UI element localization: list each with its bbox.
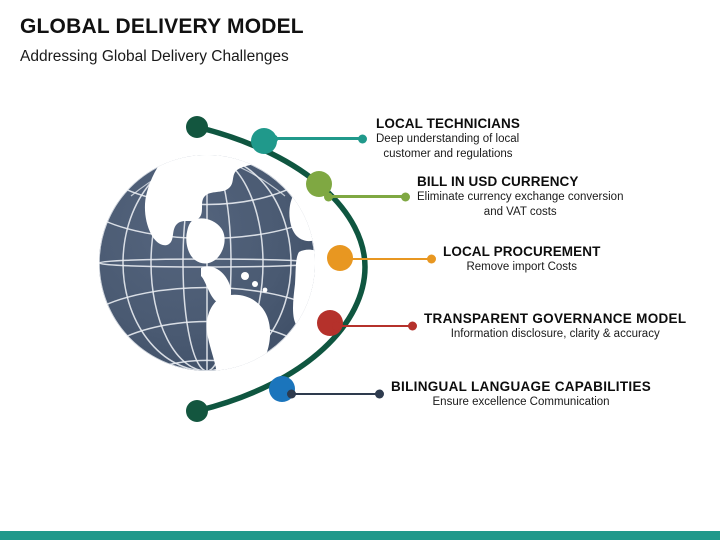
- connector-transparent-governance-model: [332, 321, 417, 331]
- connector-local-technicians: [269, 134, 367, 144]
- header: GLOBAL DELIVERY MODEL Addressing Global …: [20, 14, 680, 68]
- bottom-accent-bar: [0, 531, 720, 540]
- callout-local-procurement[interactable]: LOCAL PROCUREMENT Remove import Costs: [341, 243, 600, 275]
- callout-title: BILINGUAL LANGUAGE CAPABILITIES: [391, 379, 652, 394]
- callout-desc-line-1: Remove import Costs: [466, 261, 577, 273]
- callout-text: BILINGUAL LANGUAGE CAPABILITIES Ensure e…: [391, 378, 651, 410]
- callout-transparent-governance-model[interactable]: TRANSPARENT GOVERNANCE MODEL Information…: [332, 310, 686, 342]
- connector-line: [270, 137, 366, 140]
- callout-desc-line-1: Information disclosure, clarity & accura…: [450, 328, 660, 340]
- callout-text: LOCAL TECHNICIANS Deep understanding of …: [376, 115, 520, 162]
- connector-arc: [186, 116, 368, 422]
- connector-bill-in-usd-currency: [324, 192, 410, 202]
- callout-bilingual-language-capabilities[interactable]: BILINGUAL LANGUAGE CAPABILITIES Ensure e…: [287, 378, 651, 410]
- connector-bilingual-language-capabilities: [287, 389, 384, 399]
- connector-line: [333, 324, 416, 328]
- connector-line: [342, 257, 435, 261]
- connector-dot-left: [341, 254, 350, 264]
- connector-line: [288, 392, 383, 396]
- callout-local-technicians[interactable]: LOCAL TECHNICIANS Deep understanding of …: [269, 115, 520, 162]
- callout-desc-line-2: and VAT costs: [483, 206, 557, 218]
- connector-line: [325, 195, 409, 198]
- node-bill-in-usd-currency: [306, 171, 332, 197]
- arc-path: [194, 124, 368, 414]
- node-local-procurement: [327, 245, 353, 271]
- connector-dot-left: [324, 192, 333, 201]
- callout-desc-line-2: customer and regulations: [383, 148, 513, 160]
- callout-title: TRANSPARENT GOVERNANCE MODEL: [424, 311, 687, 326]
- connector-dot-left: [269, 134, 278, 143]
- callout-text: BILL IN USD CURRENCY Eliminate currency …: [417, 173, 623, 220]
- arc-endpoint-bottom: [186, 400, 208, 422]
- callout-bill-in-usd-currency[interactable]: BILL IN USD CURRENCY Eliminate currency …: [324, 173, 623, 220]
- page-title: GLOBAL DELIVERY MODEL: [20, 15, 304, 38]
- connector-dot-right: [408, 321, 417, 331]
- global-delivery-diagram: LOCAL TECHNICIANS Deep understanding of …: [0, 95, 720, 440]
- connector-dot-left: [287, 389, 296, 399]
- connector-local-procurement: [341, 254, 436, 264]
- connector-dot-right: [358, 134, 367, 143]
- arc-endpoint-top: [186, 116, 208, 138]
- connector-dot-right: [427, 254, 436, 264]
- connector-dot-left: [332, 321, 341, 331]
- globe-icon: [99, 155, 315, 371]
- connector-dot-right: [401, 192, 410, 201]
- callout-desc-line-1: Ensure excellence Communication: [432, 396, 610, 408]
- callout-title: LOCAL TECHNICIANS: [376, 116, 520, 131]
- callout-title: BILL IN USD CURRENCY: [417, 174, 579, 189]
- callout-text: LOCAL PROCUREMENT Remove import Costs: [443, 243, 600, 275]
- page-subtitle: Addressing Global Delivery Challenges: [20, 48, 289, 65]
- callout-title: LOCAL PROCUREMENT: [443, 244, 601, 259]
- callout-desc-line-1: Eliminate currency exchange conversion: [417, 191, 624, 203]
- callout-desc-line-1: Deep understanding of local: [376, 133, 520, 145]
- connector-dot-right: [375, 389, 384, 399]
- callout-text: TRANSPARENT GOVERNANCE MODEL Information…: [424, 310, 686, 342]
